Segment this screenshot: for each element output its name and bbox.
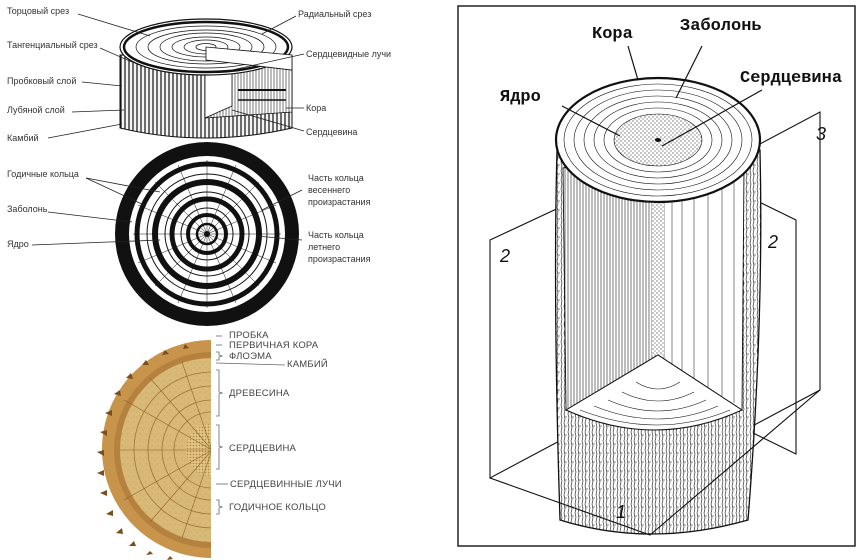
- label-cork: ПРОБКА: [229, 330, 269, 341]
- panel-cross-section: [31, 142, 303, 326]
- label-tangential-cut: Тангенциальный срез: [7, 40, 98, 50]
- label-annual-rings: Годичные кольца: [7, 169, 79, 179]
- label-rays: СЕРДЦЕВИННЫЕ ЛУЧИ: [230, 479, 342, 490]
- label-pith-big: Сердцевина: [740, 69, 842, 88]
- label-summer-part-3: произрастания: [308, 254, 371, 264]
- panel-log-cuts: [47, 13, 305, 139]
- label-primary-bark: ПЕРВИЧНАЯ КОРА: [229, 340, 319, 351]
- label-spring-part-3: произрастания: [308, 197, 371, 207]
- label-medullary-rays: Сердцевидные лучи: [306, 49, 391, 59]
- label-phloem: ФЛОЭМА: [229, 351, 272, 362]
- label-pith: Сердцевина: [306, 127, 357, 137]
- plane-number-2-right: 2: [767, 232, 778, 252]
- label-summer-part-2: летнего: [308, 242, 340, 252]
- plane-number-1: 1: [616, 502, 626, 522]
- label-bark: Кора: [306, 103, 326, 113]
- label-spring-part-2: весеннего: [308, 185, 350, 195]
- label-cambium: Камбий: [7, 133, 39, 143]
- label-end-cut: Торцовый срез: [7, 6, 69, 16]
- plane-number-2-left: 2: [499, 246, 510, 266]
- label-summer-part-1: Часть кольца: [308, 230, 364, 240]
- label-spring-part-1: Часть кольца: [308, 173, 364, 183]
- label-bast-layer: Лубяной слой: [7, 105, 65, 115]
- label-cambium-caps: КАМБИЙ: [287, 358, 328, 370]
- plane-1: [489, 389, 821, 536]
- plane-number-3: 3: [816, 124, 826, 144]
- label-bark-big: Кора: [592, 25, 633, 44]
- label-pith-caps: СЕРДЦЕВИНА: [229, 443, 297, 454]
- label-annual-ring: ГОДИЧНОЕ КОЛЬЦО: [229, 502, 326, 513]
- label-heartwood-big: Ядро: [500, 88, 541, 107]
- label-sapwood: Заболонь: [7, 204, 48, 214]
- panel-half-section: [97, 335, 286, 560]
- label-sapwood-big: Заболонь: [680, 17, 762, 36]
- label-radial-cut: Радиальный срез: [298, 9, 371, 19]
- label-heartwood: Ядро: [7, 239, 29, 249]
- panel-trunk-planes: [457, 5, 856, 547]
- label-wood: ДРЕВЕСИНА: [229, 388, 290, 399]
- label-cork-layer: Пробковый слой: [7, 76, 76, 86]
